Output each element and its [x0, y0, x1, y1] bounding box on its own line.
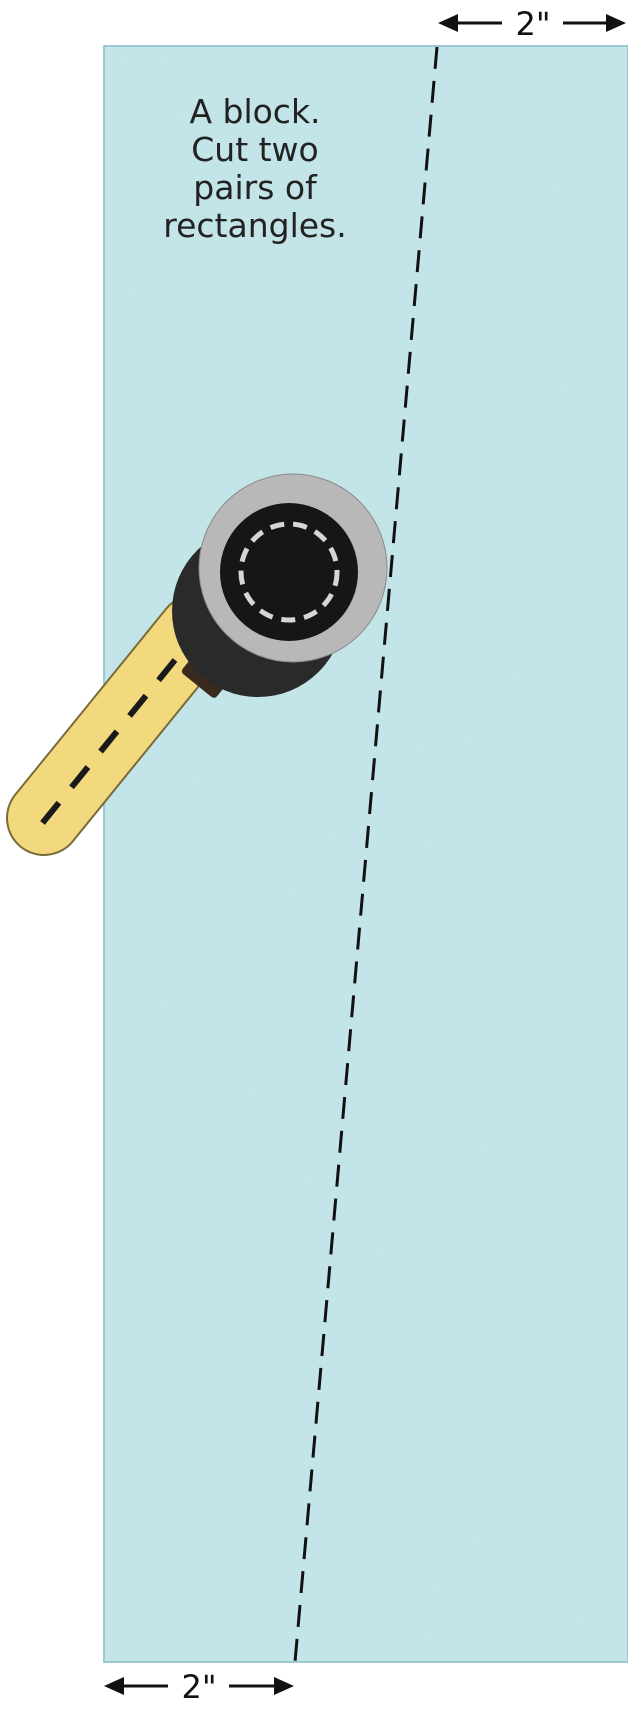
dimension-bottom: 2" — [104, 1668, 294, 1706]
arrow-right-icon — [274, 1677, 294, 1695]
dimension-top: 2" — [438, 5, 626, 43]
caption-line-3: pairs of — [193, 168, 318, 207]
arrow-left-icon — [438, 14, 458, 32]
dimension-top-label: 2" — [515, 5, 550, 43]
fabric-block — [104, 46, 628, 1662]
arrow-left-icon — [104, 1677, 124, 1695]
caption-line-2: Cut two — [191, 130, 319, 169]
caption-line-4: rectangles. — [163, 206, 346, 245]
fabric-texture — [104, 46, 628, 1662]
caption-line-1: A block. — [189, 92, 320, 131]
dimension-bottom-label: 2" — [181, 1668, 216, 1706]
arrow-right-icon — [606, 14, 626, 32]
